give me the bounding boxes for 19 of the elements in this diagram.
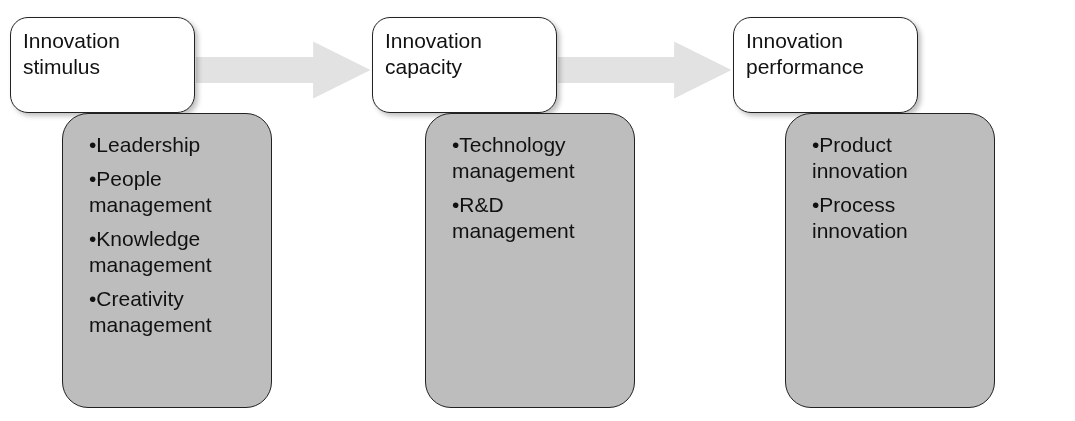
list-item: •Product innovation <box>812 132 909 184</box>
list-item: •Knowledge management <box>89 226 213 278</box>
list-item: •Creativity management <box>89 286 213 338</box>
arrow <box>558 41 732 99</box>
stage-card <box>10 17 195 113</box>
list-item: •People management <box>89 166 213 218</box>
list-item: •Technology management <box>452 132 576 184</box>
stage-heading: Innovation stimulus <box>23 28 121 80</box>
list-panel <box>425 113 635 408</box>
list-item: •Leadership <box>89 132 202 158</box>
stage-heading: Innovation performance <box>746 28 865 80</box>
arrow <box>196 41 371 99</box>
stage-card <box>733 17 918 113</box>
list-item: •R&D management <box>452 192 576 244</box>
list-item: •Process innovation <box>812 192 909 244</box>
list-panel <box>785 113 995 408</box>
stage-heading: Innovation capacity <box>385 28 483 80</box>
list-panel <box>62 113 272 408</box>
stage-card <box>372 17 557 113</box>
